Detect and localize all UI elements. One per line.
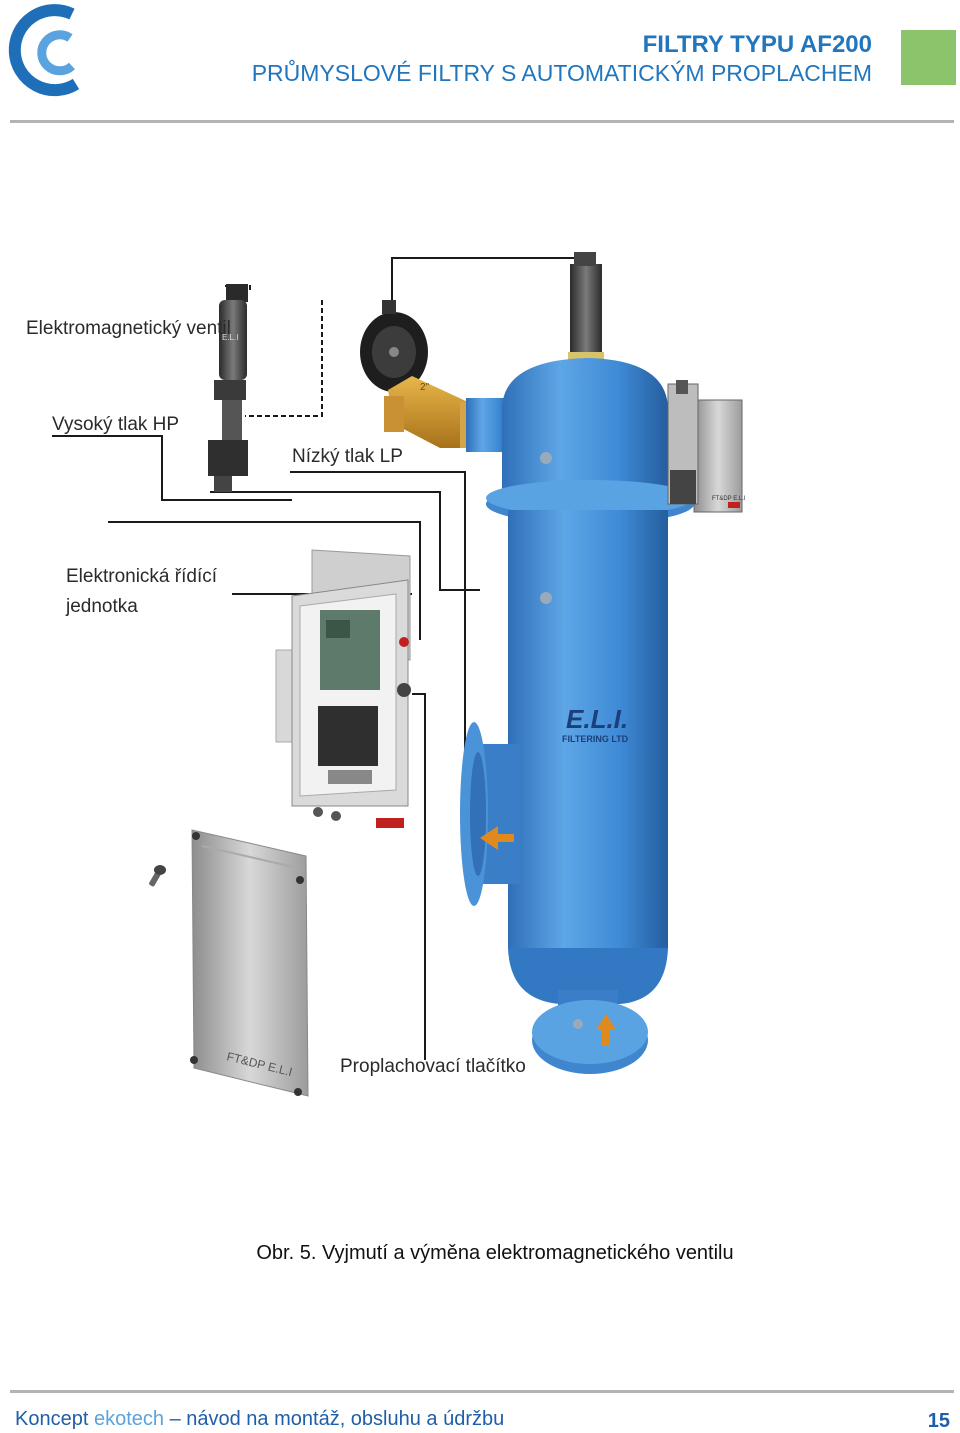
brand-logo: E.L.I. bbox=[566, 704, 628, 734]
company-logo bbox=[8, 4, 80, 97]
svg-text:E.L.I: E.L.I bbox=[222, 333, 238, 342]
header-accent-square bbox=[901, 30, 956, 85]
document-subtitle: PRŮMYSLOVÉ FILTRY S AUTOMATICKÝM PROPLAC… bbox=[251, 60, 872, 86]
label-flush-button: Proplachovací tlačítko bbox=[340, 1056, 526, 1077]
label-high-pressure: Vysoký tlak HP bbox=[52, 414, 179, 435]
footer-ekotech: ekotech bbox=[93, 1408, 165, 1430]
hydraulic-valve: 2" bbox=[360, 300, 474, 448]
dp-switch: FT&DP E.L.I bbox=[667, 380, 746, 513]
cover-plate: FT&DP E.L.I bbox=[190, 829, 309, 1097]
footer-text: Koncept ekotech – návod na montáž, obslu… bbox=[15, 1408, 504, 1431]
page-number: 15 bbox=[927, 1410, 950, 1432]
label-control-unit-line2: jednotka bbox=[65, 596, 138, 617]
control-unit bbox=[275, 549, 411, 828]
filter-housing: E.L.I. FILTERING LTD bbox=[460, 252, 694, 1074]
brand-subtitle: FILTERING LTD bbox=[562, 734, 629, 744]
label-low-pressure: Nízký tlak LP bbox=[292, 446, 403, 467]
footer-rule bbox=[10, 1390, 954, 1393]
footer-koncept: Koncept bbox=[15, 1408, 89, 1430]
screw bbox=[149, 865, 166, 887]
label-solenoid-valve: Elektromagnetický ventil bbox=[26, 318, 231, 339]
footer-manual-title: – návod na montáž, obsluhu a údržbu bbox=[169, 1408, 505, 1430]
valve-size-label: 2" bbox=[420, 382, 430, 393]
label-control-unit-line1: Elektronická řídící bbox=[66, 566, 218, 587]
document-title: FILTRY TYPU AF200 bbox=[642, 31, 872, 58]
filter-figure: E.L.I 2" bbox=[26, 252, 746, 1097]
header-rule bbox=[10, 120, 954, 123]
solenoid-valve: E.L.I bbox=[208, 284, 248, 492]
figure-caption: Obr. 5. Vyjmutí a výměna elektromagnetic… bbox=[256, 1242, 734, 1264]
dp-marking: FT&DP E.L.I bbox=[712, 496, 746, 502]
